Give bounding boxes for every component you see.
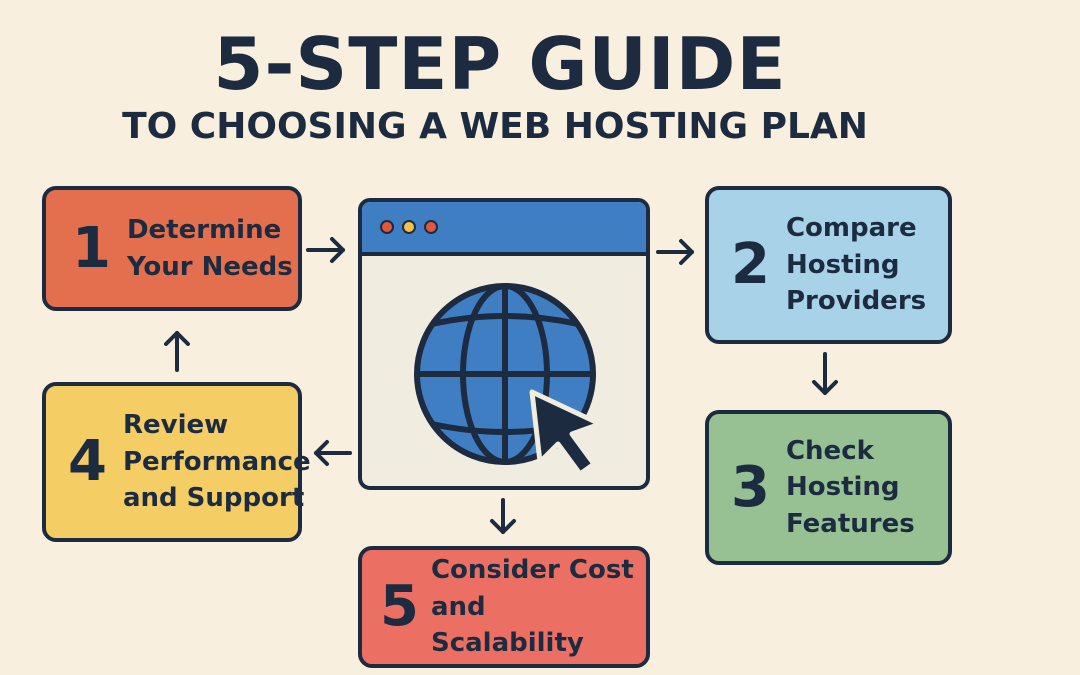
step-label-line: Hosting [785,249,900,280]
globe-icon [414,283,603,477]
arrow-down-icon [812,352,838,395]
browser-window-illustration [358,198,650,490]
step-label: Check Hosting Features [786,433,915,542]
step-label-line: Determine [126,215,282,246]
step-number: 4 [68,429,107,494]
step-label-line: Consider Cost [430,555,634,586]
arrow-left-icon [314,440,352,466]
step-label-line: Providers [785,286,927,317]
step-label-line: Performance [122,446,311,477]
arrow-up-icon [164,331,190,372]
arrow-down-icon [490,498,516,534]
step-label-line: Your Needs [126,251,293,282]
step-label-line: Check [785,435,874,466]
step-label-line: and Support [122,483,305,514]
step-number: 2 [731,232,770,297]
step-4-box: 4 Review Performance and Support [42,382,311,542]
step-label: Consider Cost and Scalability [431,552,646,661]
step-1-box: 1 Determine Your Needs [42,186,302,311]
browser-title-bar [362,202,646,256]
step-3-box: 3 Check Hosting Features [705,410,952,565]
window-dot-icon [402,220,416,234]
step-number: 1 [72,215,111,281]
step-2-box: 2 Compare Hosting Providers [705,186,952,344]
step-label-line: Features [785,508,915,539]
step-number: 5 [380,574,419,639]
step-label-line: and Scalability [430,591,584,659]
step-number: 3 [731,454,770,520]
step-label-line: Hosting [785,472,900,503]
page-title: 5-STEP GUIDE [213,22,787,106]
step-label-line: Compare [785,213,917,244]
window-dot-icon [380,220,394,234]
step-label-line: Review [122,410,229,441]
step-label: Review Performance and Support [123,407,311,516]
arrow-right-icon [656,239,694,265]
step-label: Determine Your Needs [127,212,293,285]
arrow-right-icon [306,237,345,263]
step-5-box: 5 Consider Cost and Scalability [358,546,650,668]
step-label: Compare Hosting Providers [786,210,926,319]
cursor-arrow-icon [529,389,603,477]
page-subtitle: TO CHOOSING A WEB HOSTING PLAN [122,106,868,147]
window-dot-icon [424,220,438,234]
